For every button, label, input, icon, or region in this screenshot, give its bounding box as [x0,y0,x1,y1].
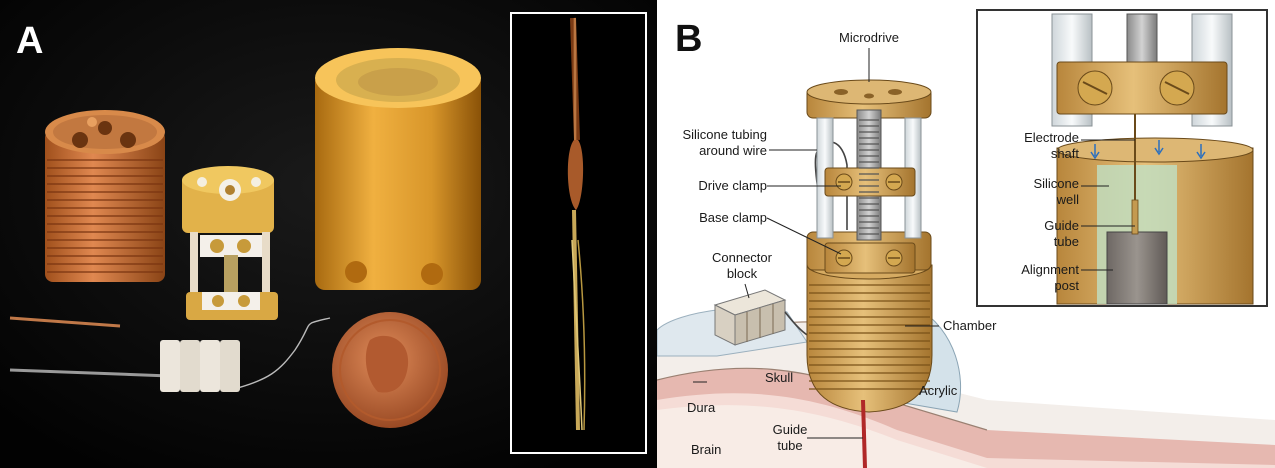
inset-label-silicone-1: Silicone [1033,176,1079,191]
panel-b-diagram: B Microdrive Silicone tubing around wire… [657,0,1275,468]
guide-tube-diagram [861,399,867,468]
label-drive-clamp: Drive clamp [698,178,767,193]
label-acrylic: Acrylic [919,383,958,398]
label-connector-2: block [726,266,758,281]
panel-label-a: A [16,20,44,62]
inset-leader-lines [1081,139,1135,271]
inset-label-guide-2: tube [1053,234,1079,249]
panel-b-illustration [657,9,1275,468]
inset-label-alignment-1: Alignment [1021,262,1079,277]
lead-screw-threads [859,119,879,235]
inset-label-guide-1: Guide [1044,218,1079,233]
inset-label-alignment-2: post [1054,278,1079,293]
connector-block-diagram [713,289,787,346]
label-base-clamp: Base clamp [699,210,767,225]
microdrive-diagram [806,79,932,274]
inset-label-electrode-2: shaft [1050,146,1079,161]
leader-lines [693,48,939,439]
label-dura: Dura [687,400,716,415]
panel-label-b: B [675,18,703,60]
chamber-diagram [806,250,933,413]
label-silicone-tubing-1: Silicone tubing [682,127,767,142]
penny-photo [332,312,448,428]
label-skull: Skull [765,370,794,385]
inset-label-silicone-2: well [1056,192,1079,207]
panel-a-illustration [0,0,657,468]
connector-with-wire-photo [9,316,331,392]
label-microdrive: Microdrive [839,30,899,45]
chamber-threads-b [809,284,930,390]
chamber-threads [47,159,163,273]
label-chamber: Chamber [943,318,997,333]
microdrive-photo [182,166,278,320]
electrode-inset-photo [510,12,647,454]
label-guide-tube-1: Guide [772,422,808,437]
inset-label-electrode-1: Electrode [1024,130,1079,145]
label-connector-1: Connector [712,250,772,265]
label-guide-tube-2: tube [777,438,803,453]
label-silicone-tubing-2: around wire [699,143,767,158]
label-brain: Brain [691,442,722,457]
inset-detail [976,9,1268,307]
clear-cylinder-photo [315,48,481,290]
panel-a-photo: A [0,0,657,468]
